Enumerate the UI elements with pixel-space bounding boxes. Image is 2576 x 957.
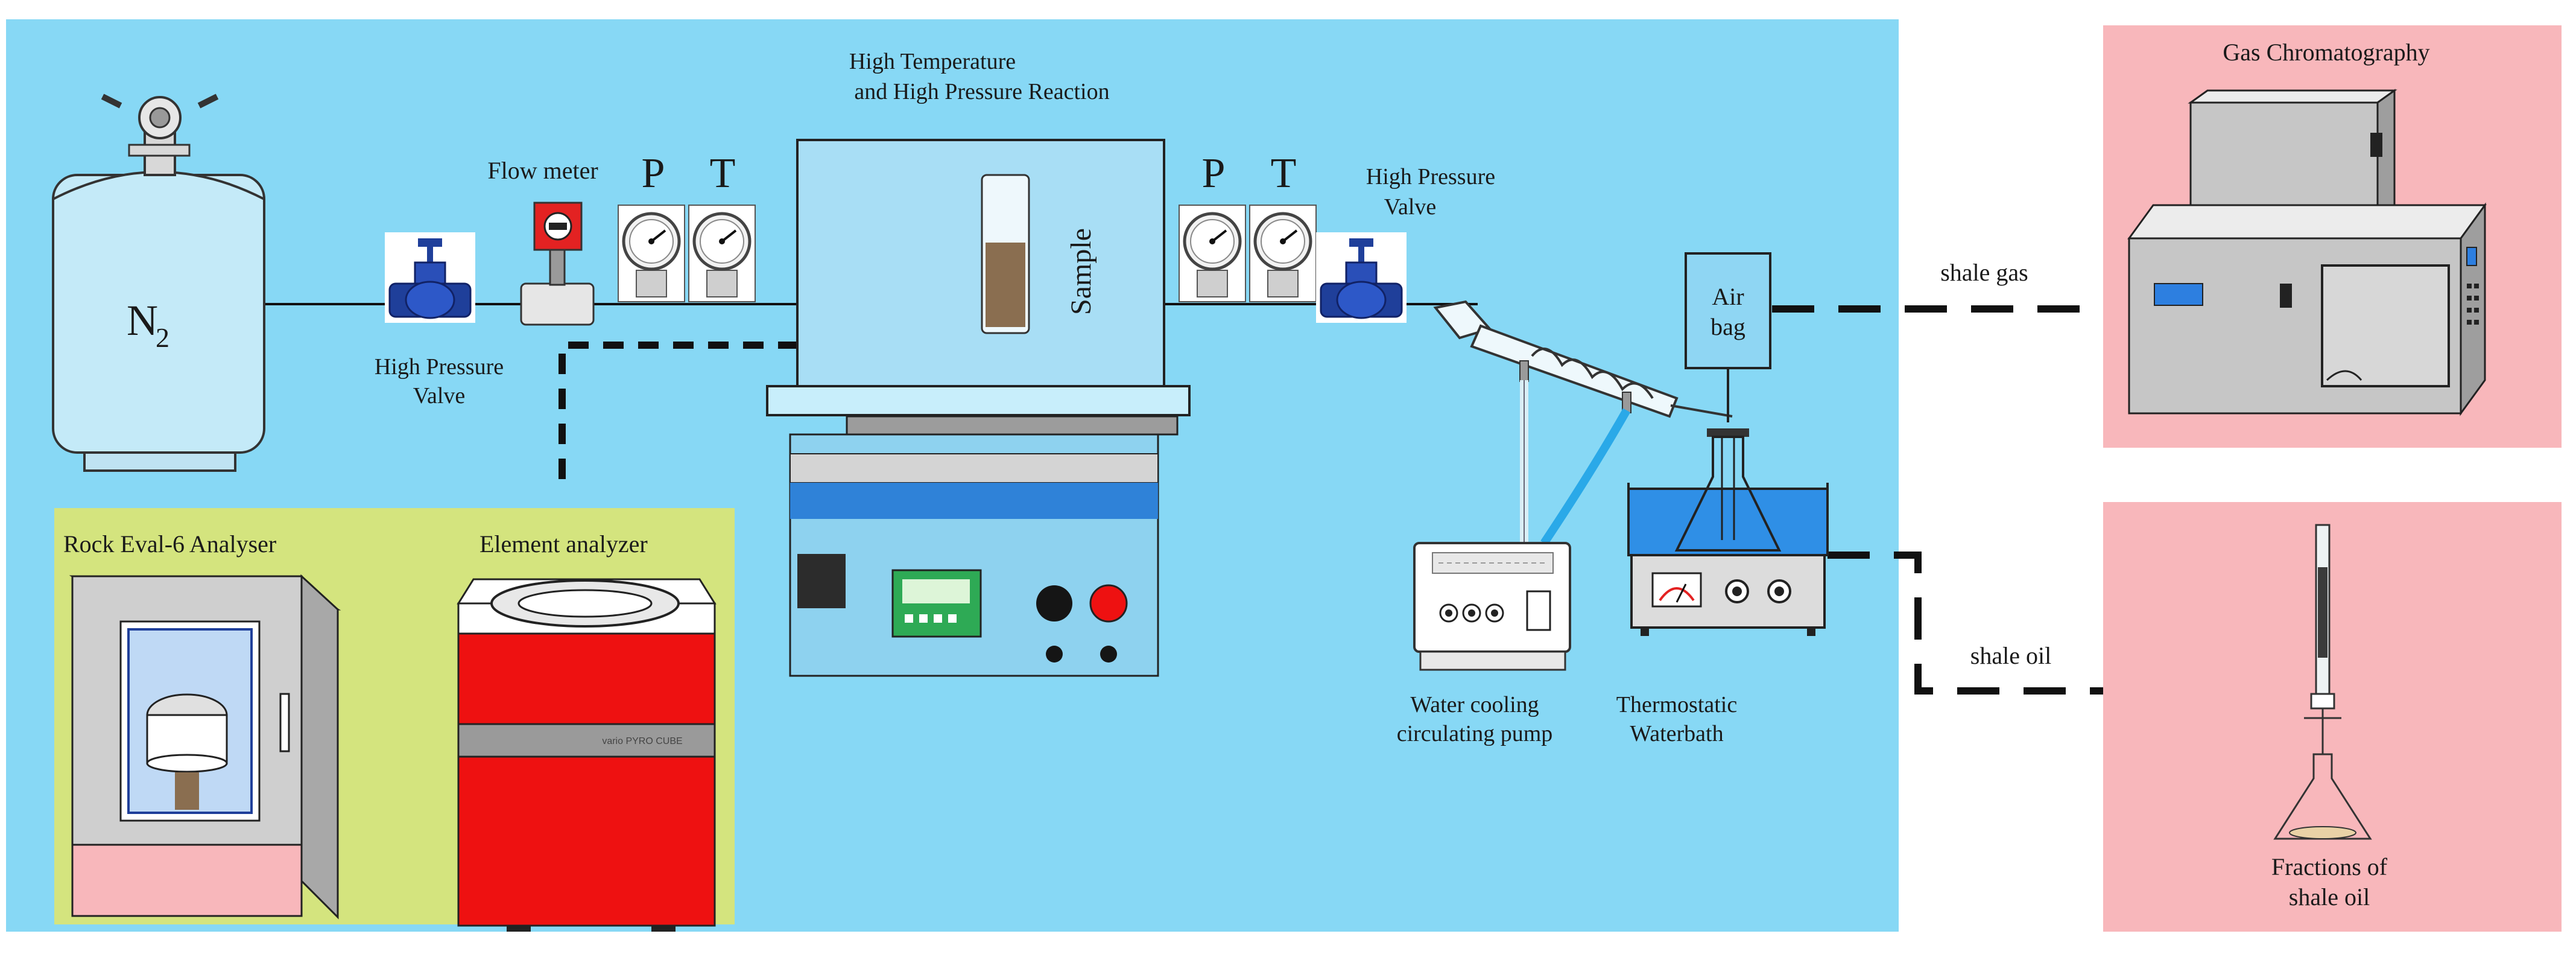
element-analyzer-label: Element analyzer xyxy=(479,530,648,558)
indicator-dot-2 xyxy=(1100,646,1117,663)
reactor-label-line2: and High Pressure Reaction xyxy=(854,79,1109,104)
cooling-hose-outlet xyxy=(1540,408,1631,545)
high-pressure-valve-2-icon xyxy=(1315,231,1408,324)
control-knob-black xyxy=(1036,585,1072,622)
indicator-dot-1 xyxy=(1046,646,1063,663)
high-pressure-valve-1-icon xyxy=(384,231,476,324)
sample-label: Sample xyxy=(1065,228,1097,315)
fractions-label-line2: shale oil xyxy=(2289,883,2370,911)
temperature-gauge-1-icon xyxy=(689,205,755,302)
element-analyzer-icon xyxy=(457,578,717,932)
pump-label-line2: circulating pump xyxy=(1397,721,1553,746)
control-knob-red xyxy=(1089,584,1128,623)
condenser-icon xyxy=(1433,300,1733,418)
vent-grille xyxy=(797,554,846,608)
valve-1-label-line2: Valve xyxy=(413,383,466,409)
gc-title: Gas Chromatography xyxy=(2223,39,2429,66)
shale-oil-dashed-line xyxy=(1828,552,2103,695)
pressure-gauge-2-icon xyxy=(1179,205,1245,302)
rock-eval-analyser-icon xyxy=(69,574,341,920)
waterbath-knob-1-center xyxy=(1732,587,1742,596)
waterbath-dial-icon xyxy=(1651,572,1702,608)
temperature-gauge-2-icon xyxy=(1250,205,1316,302)
waterbath-label-line2: Waterbath xyxy=(1630,721,1723,746)
air-bag-label-line1: Air xyxy=(1712,283,1744,310)
fractions-panel xyxy=(2103,502,2562,932)
reactor-base xyxy=(789,415,1179,677)
reactor-vessel xyxy=(766,139,1191,416)
pump-label-line1: Water cooling xyxy=(1410,692,1539,717)
valve-2-label-line2: Valve xyxy=(1384,194,1437,220)
temperature-2-label: T xyxy=(1271,150,1297,197)
erlenmeyer-flask-icon xyxy=(1674,428,1782,552)
water-cooling-pump-icon xyxy=(1413,542,1571,671)
waterbath-knob-2-center xyxy=(1774,587,1784,596)
gas-chromatograph-icon xyxy=(2127,89,2487,416)
air-bag-label-line2: bag xyxy=(1710,313,1745,340)
n2-cylinder xyxy=(52,94,265,472)
temperature-1-label: T xyxy=(710,150,736,197)
reactor-label-line1: High Temperature xyxy=(849,49,1016,74)
water-tank xyxy=(1627,483,1829,556)
valve-1-label-line1: High Pressure xyxy=(375,354,504,380)
fractions-label-line1: Fractions of xyxy=(2271,853,2388,880)
element-analyzer-brand: vario PYRO CUBE xyxy=(602,736,682,746)
pressure-2-label: P xyxy=(1202,150,1226,197)
valve-2-label-line1: High Pressure xyxy=(1366,164,1495,189)
fractionation-column-icon xyxy=(2273,524,2372,840)
air-bag xyxy=(1685,252,1771,369)
temperature-controller-display xyxy=(891,569,982,638)
flow-meter-label: Flow meter xyxy=(487,157,598,184)
shale-oil-label: shale oil xyxy=(1970,642,2051,669)
waterbath-label-line1: Thermostatic xyxy=(1616,692,1737,717)
n2-label: N xyxy=(127,296,158,345)
shale-gas-label: shale gas xyxy=(1940,259,2028,286)
pressure-1-label: P xyxy=(642,150,665,197)
sample-tube-icon xyxy=(981,174,1030,334)
pressure-gauge-1-icon xyxy=(618,205,685,302)
rock-eval-label: Rock Eval-6 Analyser xyxy=(63,530,276,558)
flow-meter-icon xyxy=(520,202,595,326)
n2-subscript: 2 xyxy=(156,322,169,353)
